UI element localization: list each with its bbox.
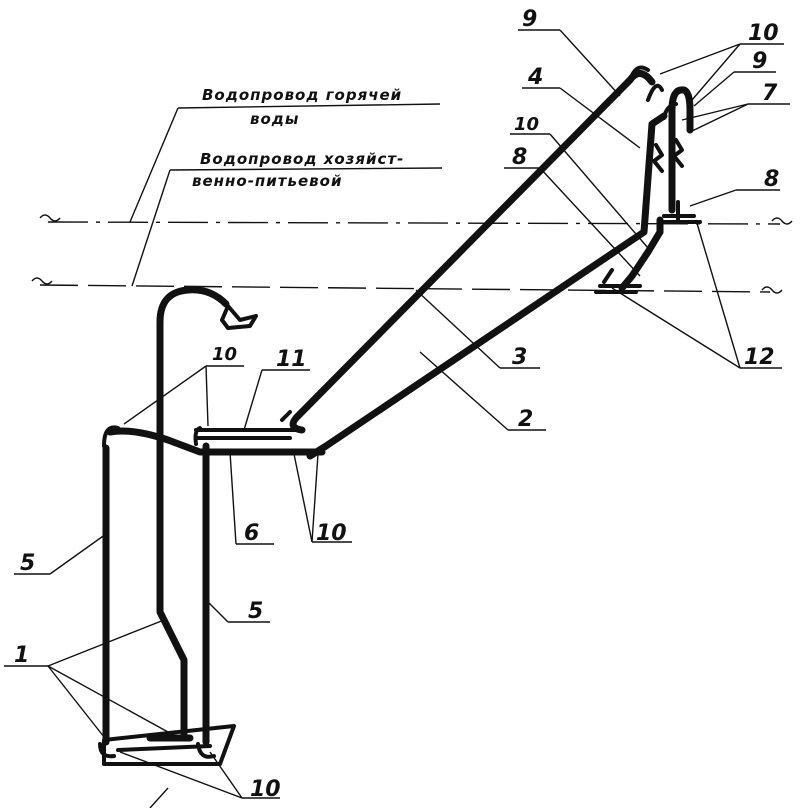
hot-water-riser	[646, 83, 702, 236]
callout-7: 7	[762, 81, 778, 106]
callout-6: 6	[244, 521, 259, 546]
drinking-water-caption-line-2: венно-питьевой	[192, 172, 342, 190]
callout-9-right: 9	[752, 49, 767, 74]
caption-leaders	[129, 103, 443, 287]
callout-11: 11	[276, 347, 307, 372]
callout-10-bottom: 10	[250, 777, 281, 802]
callout-12: 12	[744, 345, 775, 370]
callout-9-left: 9	[522, 7, 537, 32]
hot-water-caption-line-1: Водопровод горячей	[202, 86, 402, 104]
callout-8-left: 8	[512, 145, 527, 170]
callout-2: 2	[518, 407, 533, 432]
horizontal-connector	[102, 425, 326, 456]
callout-leaders	[4, 29, 790, 808]
captions: Водопровод горячей воды Водопровод хозяй…	[192, 86, 404, 190]
callout-5-left: 5	[20, 551, 35, 576]
callout-10-lower-mid: 10	[316, 521, 347, 546]
callout-1: 1	[14, 643, 29, 668]
callout-numbers: 9 10 9 7 4 10 8 8 12 3 2 11 10 6 10 5 5 …	[14, 7, 779, 802]
callout-3: 3	[512, 345, 527, 370]
diagonal-pipes	[280, 65, 668, 460]
callout-10-upper-left: 10	[212, 344, 237, 365]
callout-5-right: 5	[248, 599, 263, 624]
base-fixture	[98, 724, 236, 766]
drinking-water-main	[31, 277, 783, 294]
callout-8-right: 8	[764, 167, 779, 192]
vertical-risers	[102, 286, 258, 746]
callout-10-mid: 10	[514, 114, 539, 135]
callout-10-top-right: 10	[748, 21, 779, 46]
drinking-water-caption-line-1: Водопровод хозяйст-	[200, 150, 404, 168]
hot-water-caption-line-2: воды	[250, 110, 299, 128]
callout-4: 4	[527, 65, 543, 90]
cold-water-branch	[594, 228, 664, 294]
